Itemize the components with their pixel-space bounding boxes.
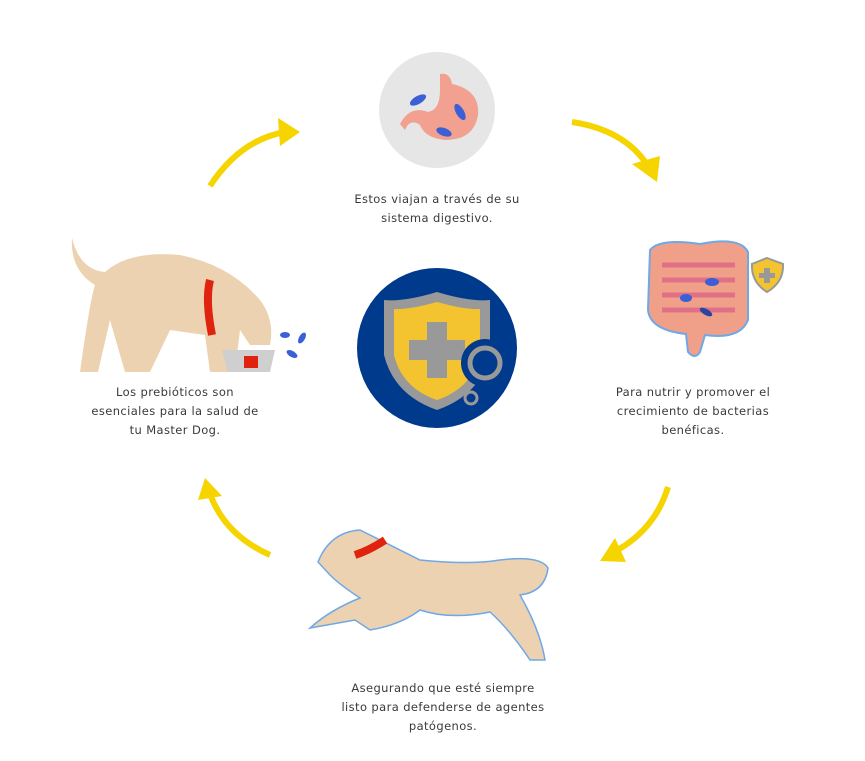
cycle-arrow-top-right — [571, 119, 660, 182]
caption-line: sistema digestivo. — [381, 211, 493, 225]
caption-line: Para nutrir y promover el — [615, 385, 771, 399]
cycle-arrow-top-left — [207, 118, 300, 188]
step-1-caption: Los prebióticos son esenciales para la s… — [45, 383, 305, 440]
step-2-caption: Estos viajan a través de su sistema dige… — [287, 190, 587, 228]
dog-running-illustration — [307, 529, 549, 661]
dog-eating-illustration — [71, 238, 306, 372]
caption-line: listo para defenderse de agentes — [341, 700, 545, 714]
caption-line: esenciales para la salud de — [91, 404, 259, 418]
caption-line: benéficas. — [661, 423, 725, 437]
caption-line: crecimiento de bacterias — [616, 404, 770, 418]
caption-line: Los prebióticos son — [116, 385, 234, 399]
caption-line: tu Master Dog. — [129, 423, 221, 437]
shield-virus-emblem — [357, 268, 517, 428]
step-3-caption: Para nutrir y promover el crecimiento de… — [563, 383, 823, 440]
caption-line: Asegurando que esté siempre — [351, 681, 535, 695]
caption-line: Estos viajan a través de su — [354, 192, 520, 206]
stomach-illustration — [379, 52, 495, 168]
caption-line: patógenos. — [408, 719, 478, 733]
cycle-arrow-left — [198, 478, 272, 558]
virus-icon — [467, 345, 503, 381]
intestine-illustration — [646, 240, 785, 357]
step-4-caption: Asegurando que esté siempre listo para d… — [293, 679, 593, 736]
cycle-arrow-right — [600, 486, 671, 562]
